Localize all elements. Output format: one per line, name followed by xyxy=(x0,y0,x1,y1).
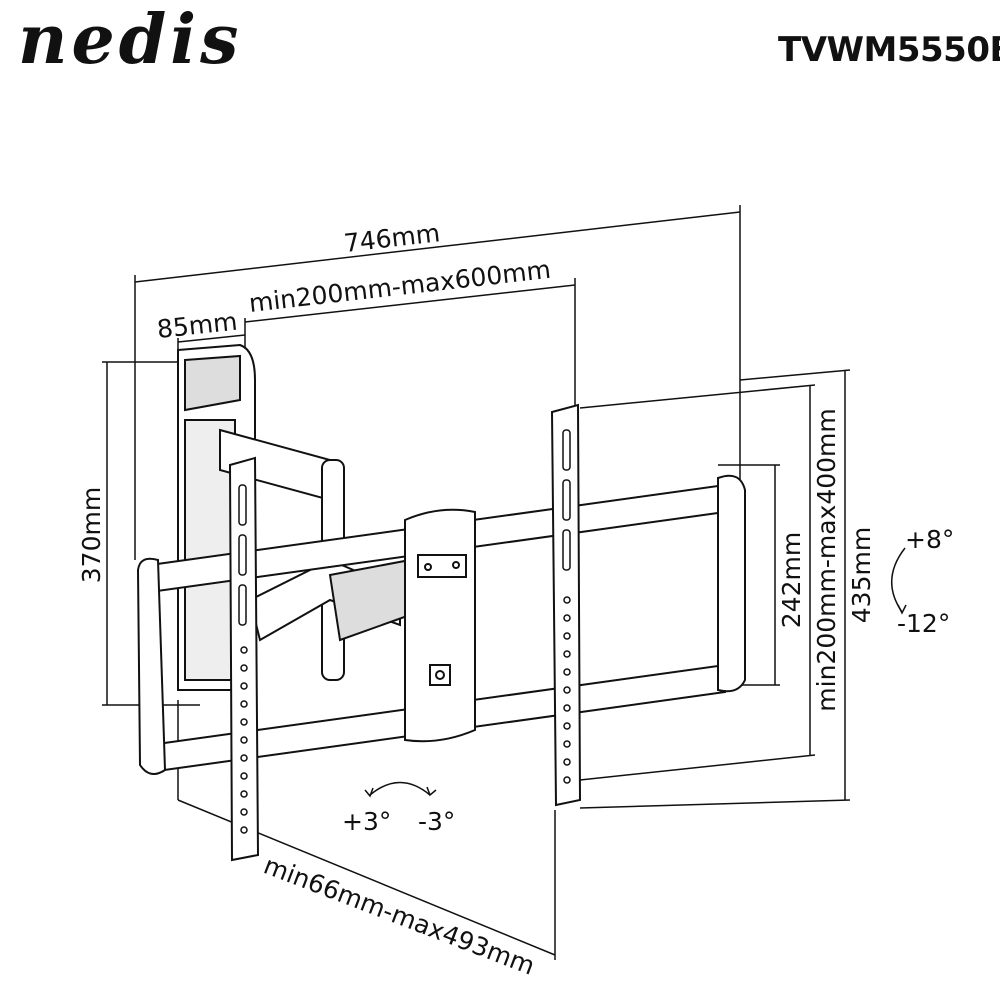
label-bracket-inner-height: 242mm xyxy=(777,532,806,628)
label-tilt-down: -12° xyxy=(897,609,950,638)
label-swivel-left: +3° xyxy=(342,807,391,836)
bracket-holes xyxy=(238,429,571,834)
label-swivel-right: -3° xyxy=(418,807,455,836)
dimension-lines xyxy=(102,205,907,960)
label-overall-width: 746mm xyxy=(342,218,441,258)
label-vesa-vertical: min200mm-max400mm xyxy=(812,408,841,711)
label-wall-plate-height: 370mm xyxy=(77,487,106,583)
nedis-logo: nedis xyxy=(18,0,243,80)
wall-mount-bracket xyxy=(136,343,746,862)
label-tilt-up: +8° xyxy=(905,525,954,554)
label-bracket-height: 435mm xyxy=(847,527,876,623)
model-number: TVWM5550BH xyxy=(778,30,1000,70)
label-wall-distance: min66mm-max493mm xyxy=(260,851,539,981)
label-wall-plate-width: 85mm xyxy=(156,307,239,344)
